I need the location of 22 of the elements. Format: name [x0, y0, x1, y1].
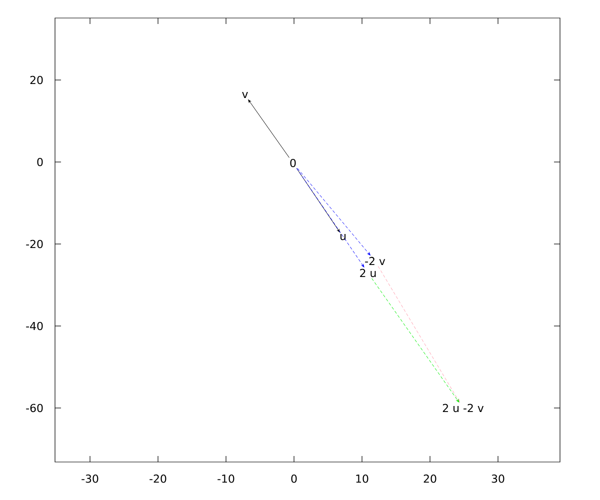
tick-label: 30: [492, 474, 504, 483]
point-label: -2 v: [365, 256, 386, 266]
tick-label: -20: [26, 240, 43, 248]
tick-label: -60: [26, 404, 43, 412]
arrow: [296, 168, 364, 268]
arrow: [297, 168, 370, 256]
tick-label: 0: [37, 158, 43, 166]
point-label: 0: [290, 158, 296, 168]
arrow: [248, 100, 290, 158]
tick-label: 20: [30, 76, 43, 84]
tick-label: -10: [218, 474, 234, 483]
tick-label: -20: [150, 474, 166, 483]
tick-label: 0: [291, 474, 297, 483]
tick-label: -30: [82, 474, 98, 483]
point-label: 2 u: [360, 268, 376, 278]
point-label: 2 u -2 v: [442, 404, 484, 412]
tick-label: 10: [356, 474, 368, 483]
tick-label: -40: [26, 322, 43, 330]
point-label: v: [242, 92, 248, 98]
point-label: u: [340, 234, 346, 240]
tick-label: 20: [424, 474, 436, 483]
arrow: [296, 168, 340, 232]
